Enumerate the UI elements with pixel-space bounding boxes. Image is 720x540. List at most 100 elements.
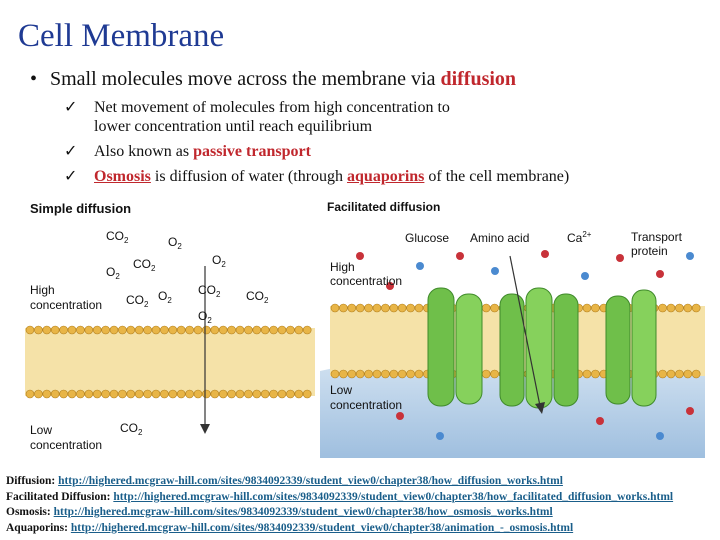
phospholipid-head (160, 325, 169, 335)
glucose-label: Glucose (405, 231, 449, 245)
phospholipid-head (252, 389, 262, 399)
phospholipid-head (25, 389, 35, 399)
subpoint-2: ✓Also known as passive transport (64, 143, 311, 161)
phospholipid-head (118, 325, 127, 335)
phospholipid-head (34, 325, 43, 335)
check-icon: ✓ (64, 99, 78, 116)
link-row: Aquaporins: http://highered.mcgraw-hill.… (6, 521, 673, 537)
phospholipid-head (286, 389, 295, 399)
phospholipid-head (277, 389, 287, 399)
osmosis-link[interactable]: http://highered.mcgraw-hill.com/sites/98… (53, 506, 553, 518)
link-row: Facilitated Diffusion: http://highered.m… (6, 490, 673, 506)
check-icon: ✓ (64, 168, 78, 185)
phospholipid-head (591, 369, 600, 379)
phospholipid-head (658, 303, 667, 313)
molecule (386, 282, 394, 290)
phospholipid-head (355, 303, 365, 313)
phospholipid-head (185, 325, 194, 335)
link-label: Aquaporins: (6, 521, 68, 534)
phospholipid-head (176, 325, 186, 335)
phospholipid-head (126, 325, 136, 335)
phospholipid-head (277, 325, 287, 335)
link-row: Diffusion: http://highered.mcgraw-hill.c… (6, 474, 673, 490)
phospholipid-head (185, 389, 194, 399)
link-label: Diffusion: (6, 475, 56, 487)
molecule (436, 432, 444, 440)
facilitated-membrane (320, 250, 705, 458)
phospholipid-head (339, 369, 348, 379)
phospholipid-head (330, 303, 340, 313)
phospholipid-head (372, 369, 382, 379)
co2-label: CO2 (126, 293, 149, 309)
phospholipid-head (50, 325, 60, 335)
phospholipid-head (683, 303, 693, 313)
co2-label: CO2 (106, 229, 129, 245)
phospholipid-head (143, 389, 152, 399)
phospholipid-head (218, 389, 228, 399)
o2-label: O2 (168, 235, 182, 251)
facilitated-diffusion-link[interactable]: http://highered.mcgraw-hill.com/sites/98… (113, 490, 674, 503)
phospholipid-head (101, 325, 110, 335)
phospholipid-head (666, 303, 676, 313)
phospholipid-head (397, 369, 407, 379)
phospholipid-head (134, 389, 144, 399)
phospholipid-head (84, 325, 94, 335)
passive-transport-term: passive transport (193, 143, 311, 160)
phospholipid-head (101, 389, 110, 399)
phospholipid-head (244, 325, 253, 335)
phospholipid-head (683, 369, 693, 379)
phospholipid-head (691, 303, 701, 313)
phospholipid-head (691, 369, 701, 379)
phospholipid-head (92, 325, 102, 335)
phospholipid-head (294, 325, 304, 335)
phospholipid-head (397, 303, 407, 313)
o2-label: O2 (158, 289, 172, 305)
phospholipid-head (269, 389, 278, 399)
phospholipid-head (59, 389, 68, 399)
phospholipid-head (109, 389, 119, 399)
aquaporins-link[interactable]: http://highered.mcgraw-hill.com/sites/98… (70, 521, 574, 534)
phospholipid-head (235, 389, 245, 399)
phospholipid-head (168, 389, 178, 399)
phospholipid-head (330, 369, 340, 379)
phospholipid-head (666, 369, 676, 379)
phospholipid-head (582, 369, 592, 379)
phospholipid-heads (25, 325, 312, 399)
phospholipid-head (227, 325, 236, 335)
phospholipid-head (134, 325, 144, 335)
phospholipid-head (675, 369, 684, 379)
phospholipid-head (364, 369, 373, 379)
subpoint-2-text: Also known as (94, 143, 194, 160)
phospholipid-head (202, 389, 211, 399)
phospholipid-head (76, 389, 85, 399)
phospholipid-head (76, 325, 85, 335)
phospholipid-head (193, 389, 203, 399)
phospholipid-head (355, 369, 365, 379)
phospholipid-head (67, 389, 77, 399)
phospholipid-head (582, 303, 592, 313)
main-bullet: •Small molecules move across the membran… (30, 68, 516, 91)
phospholipid-head (406, 369, 415, 379)
phospholipid-head (339, 303, 348, 313)
phospholipid-head (42, 325, 52, 335)
o2-label: O2 (212, 253, 226, 269)
facilitated-diffusion-title: Facilitated diffusion (327, 200, 440, 214)
calcium-label: Ca2+ (567, 230, 592, 245)
phospholipid-head (286, 325, 295, 335)
phospholipid-head (118, 389, 127, 399)
diffusion-link[interactable]: http://highered.mcgraw-hill.com/sites/98… (58, 475, 563, 487)
phospholipid-head (658, 369, 667, 379)
phospholipid-head (389, 369, 399, 379)
phospholipid-head (84, 389, 94, 399)
phospholipid-head (347, 303, 357, 313)
co2-label: CO2 (133, 257, 156, 273)
phospholipid-head (260, 325, 270, 335)
phospholipid-head (202, 325, 211, 335)
transport-protein (499, 287, 579, 409)
phospholipid-head (260, 389, 270, 399)
phospholipid-head (381, 369, 390, 379)
co2-label: CO2 (246, 289, 269, 305)
